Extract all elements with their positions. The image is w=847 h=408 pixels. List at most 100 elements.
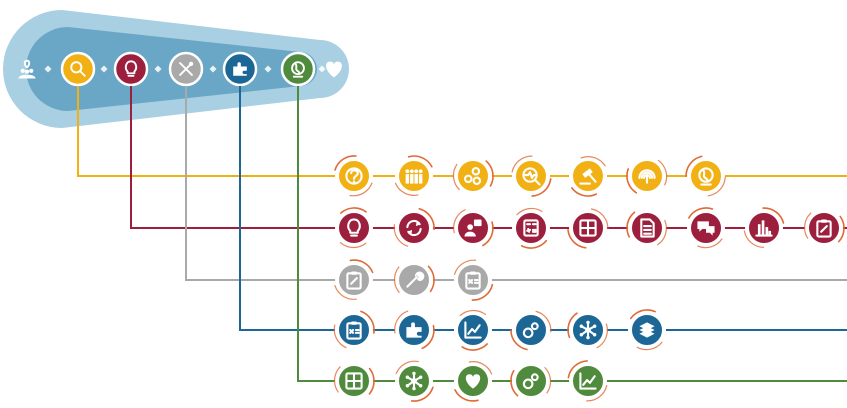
accent-swoosh (685, 155, 703, 177)
icon-node[interactable] (388, 261, 441, 299)
accent-swoosh (459, 309, 487, 317)
accent-swoosh (340, 207, 367, 214)
people-location-icon (18, 59, 36, 79)
clipboard-check-icon (816, 219, 832, 238)
icon-node[interactable] (447, 209, 500, 247)
separator-diamond (100, 65, 108, 73)
icon-nodes (328, 149, 847, 408)
accent-swoosh (636, 341, 663, 351)
icon-node[interactable] (682, 155, 730, 197)
icon-node[interactable] (395, 360, 434, 402)
icon-node[interactable] (453, 259, 494, 301)
fingerprint-icon (638, 169, 656, 184)
phase-node-blue[interactable] (222, 51, 258, 87)
globe-icon (698, 167, 714, 186)
icon-node[interactable] (454, 355, 493, 408)
accent-swoosh (535, 310, 552, 333)
accent-swoosh (394, 182, 419, 196)
icon-node[interactable] (334, 254, 374, 305)
icon-node[interactable] (566, 360, 608, 402)
separator-diamond (264, 65, 272, 73)
accent-swoosh (349, 259, 374, 274)
line-chart-icon (579, 372, 597, 390)
tools-icon (179, 61, 194, 76)
chat-bubbles-icon (697, 221, 715, 236)
bar-chart-icon (755, 220, 773, 237)
icon-node[interactable] (797, 209, 847, 247)
icon-node[interactable] (512, 203, 550, 254)
icon-node[interactable] (687, 204, 725, 251)
accent-swoosh (407, 155, 433, 168)
accent-swoosh (743, 230, 765, 248)
icon-node[interactable] (393, 208, 435, 247)
icon-row-green (328, 355, 608, 408)
icon-node[interactable] (333, 310, 375, 349)
puzzle-icon (406, 322, 422, 338)
accent-swoosh (657, 219, 667, 246)
cycle-arrows-icon (406, 219, 422, 237)
lightbulb-icon (347, 218, 361, 237)
icon-node[interactable] (505, 362, 557, 400)
icon-node[interactable] (569, 149, 607, 203)
icon-node[interactable] (394, 149, 433, 202)
icon-node[interactable] (328, 362, 382, 400)
accent-swoosh (520, 239, 548, 249)
magnifier-icon (70, 61, 86, 77)
icon-node[interactable] (510, 155, 553, 197)
icon-node[interactable] (628, 305, 666, 354)
connector-line-blue (239, 86, 847, 331)
magnifier-pulse-icon (522, 167, 541, 186)
accent-swoosh (453, 209, 466, 234)
accent-swoosh (586, 384, 608, 402)
network-hub-icon (405, 371, 423, 391)
icon-node[interactable] (454, 304, 492, 356)
icon-node[interactable] (334, 155, 373, 197)
accent-swoosh (395, 360, 419, 375)
accent-swoosh (803, 212, 812, 239)
group-people-icon (405, 169, 423, 184)
accent-swoosh (393, 266, 400, 293)
phase-node-yellow[interactable] (60, 51, 96, 87)
phase-node-gray[interactable] (168, 51, 204, 87)
question-icon (345, 167, 363, 185)
header-pill (3, 10, 349, 128)
network-hub-icon (579, 320, 597, 340)
accent-swoosh (394, 310, 409, 334)
accent-swoosh (452, 163, 460, 191)
line-chart-icon (464, 321, 482, 339)
accent-swoosh (453, 259, 477, 275)
icon-node[interactable] (619, 209, 673, 247)
separator-diamond (318, 65, 326, 73)
accent-swoosh (427, 265, 435, 293)
clipboard-calc-icon (346, 321, 362, 340)
accent-swoosh (697, 238, 723, 249)
grid-icon (579, 219, 597, 237)
accent-swoosh (567, 360, 588, 379)
globe-icon (291, 61, 305, 78)
icon-node[interactable] (561, 311, 615, 349)
separator-diamond (44, 65, 52, 73)
accent-swoosh (461, 343, 489, 351)
accent-swoosh (516, 207, 543, 216)
icon-node[interactable] (743, 203, 785, 251)
icon-node[interactable] (335, 201, 373, 254)
accent-swoosh (626, 211, 636, 238)
icon-row-blue (333, 304, 666, 356)
accent-swoosh (393, 224, 409, 247)
icon-node[interactable] (389, 310, 441, 350)
phase-node-green[interactable] (280, 51, 316, 87)
accent-swoosh (570, 187, 598, 197)
icon-node[interactable] (623, 157, 671, 195)
accent-swoosh (421, 324, 435, 350)
wrench-icon (406, 271, 425, 288)
accent-swoosh (629, 309, 656, 320)
icon-node[interactable] (510, 310, 552, 351)
phase-node-red[interactable] (113, 51, 149, 87)
icon-node[interactable] (567, 207, 609, 251)
accent-swoosh (596, 323, 608, 349)
separator-diamond (209, 65, 217, 73)
accent-swoosh (482, 221, 494, 247)
icon-node[interactable] (448, 157, 499, 195)
accent-swoosh (485, 160, 494, 187)
accent-swoosh (531, 178, 552, 197)
